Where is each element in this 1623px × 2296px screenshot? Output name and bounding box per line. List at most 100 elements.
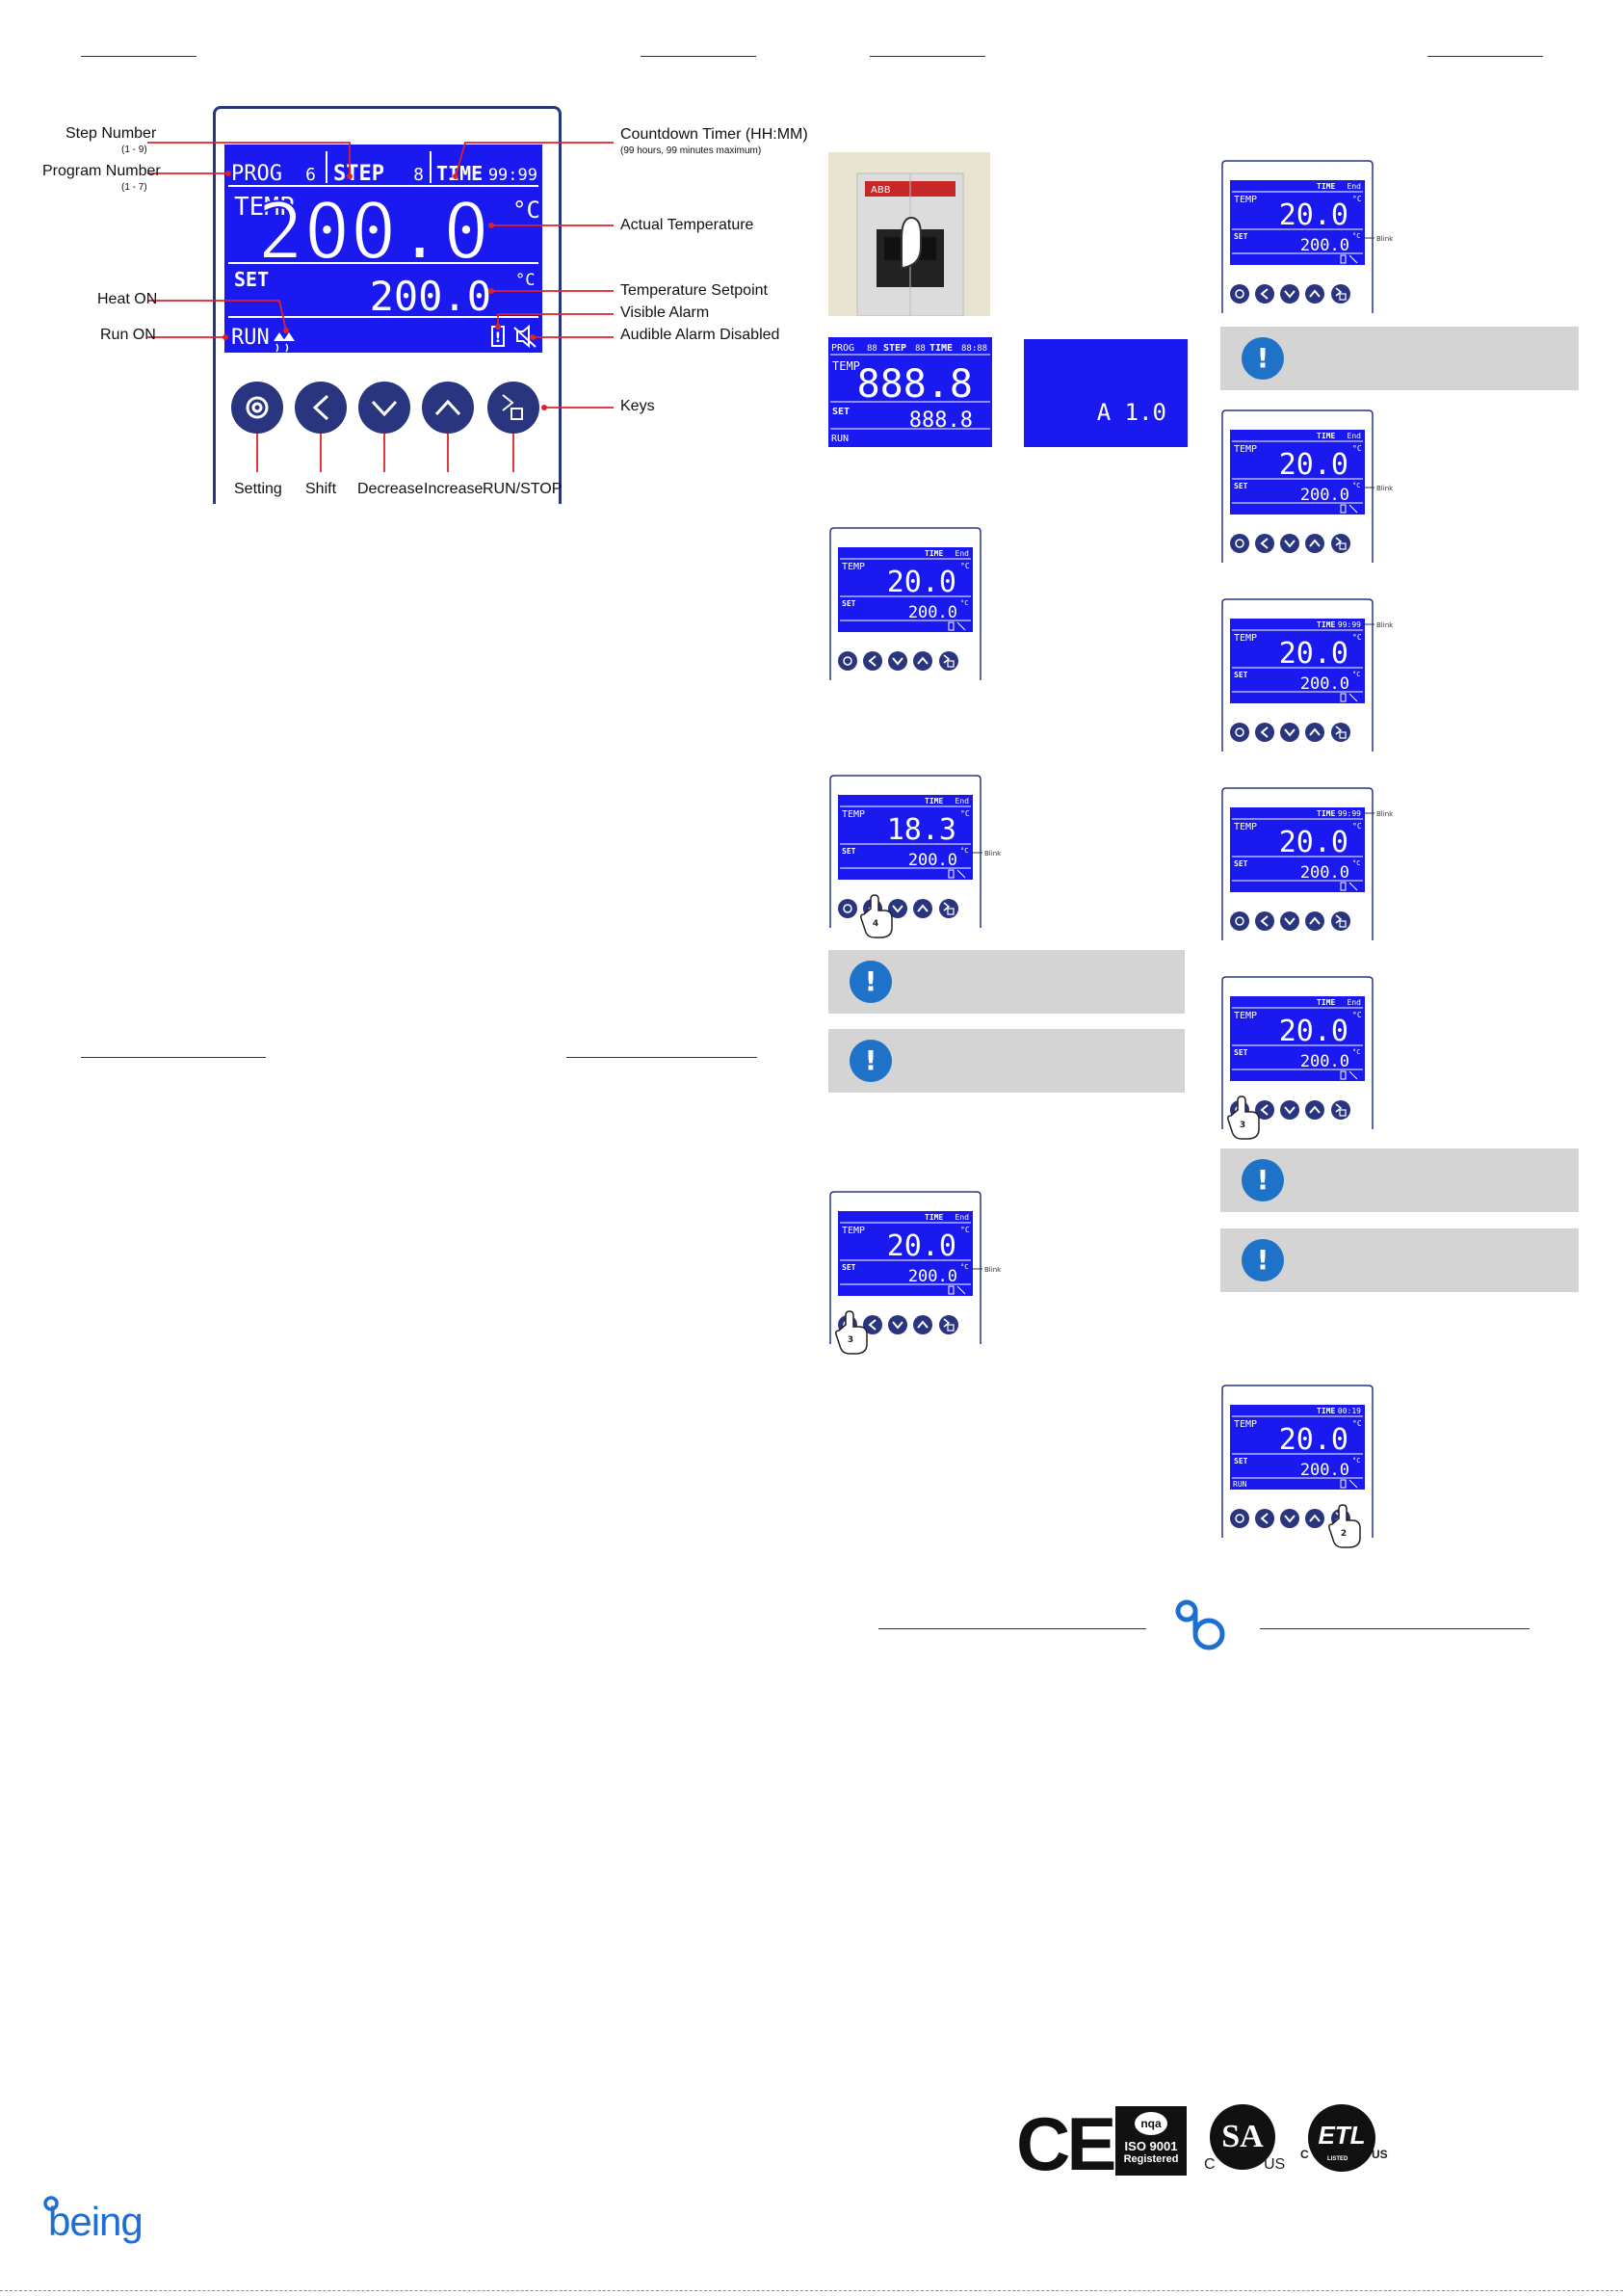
- mini-temp-value: 20.0: [1279, 198, 1348, 232]
- mini-temp-label: TEMP: [1234, 1011, 1257, 1021]
- mini-key: [1255, 534, 1274, 553]
- csa-us: US: [1264, 2156, 1286, 2173]
- mini-set-label: SET: [842, 847, 856, 856]
- mini-unit: °C: [1352, 1011, 1362, 1019]
- info-icon: !: [850, 961, 892, 1003]
- mini-key: [1230, 1509, 1249, 1528]
- mini-key: [1280, 1509, 1299, 1528]
- blink-note: Blink: [1376, 621, 1394, 629]
- mini-unit: °C: [1352, 859, 1360, 867]
- gear-icon: [1235, 727, 1244, 737]
- run-stop-icon: [1335, 726, 1343, 735]
- mini-unit: °C: [1352, 671, 1360, 678]
- mini-key: [1255, 284, 1274, 303]
- blink-note: Blink: [984, 850, 1002, 858]
- footer-rule: [878, 1628, 1146, 1629]
- chevron-down-icon: [1284, 728, 1296, 737]
- mini-set-label: SET: [1234, 1048, 1248, 1057]
- etl-c: C: [1300, 2148, 1309, 2161]
- mini-key: [1305, 284, 1324, 303]
- chevron-up-icon: [1309, 1105, 1321, 1114]
- svg-text:888.8: 888.8: [909, 409, 973, 433]
- mini-time-value: End: [955, 1213, 970, 1222]
- mini-temp-value: 20.0: [1279, 448, 1348, 482]
- chevron-down-icon: [892, 657, 903, 666]
- mini-time-label: TIME: [1317, 432, 1335, 440]
- mini-temp-value: 20.0: [1279, 637, 1348, 671]
- etl-us: US: [1372, 2148, 1388, 2161]
- mini-set-value: 200.0: [908, 851, 957, 870]
- svg-text:88: 88: [867, 344, 877, 354]
- pressing-hand-icon: [1227, 1095, 1260, 1140]
- step-number-range: (1 - 9): [121, 145, 147, 155]
- mini-temp-value: 18.3: [887, 813, 956, 847]
- mini-lcd: [1230, 619, 1365, 703]
- mini-set-label: SET: [1234, 1457, 1248, 1465]
- audible-alarm-disabled-label: Audible Alarm Disabled: [620, 327, 780, 343]
- footer-rule: [1260, 1628, 1530, 1629]
- mini-key: [1230, 911, 1249, 931]
- svg-text:RUN: RUN: [831, 434, 849, 444]
- keys-label: Keys: [620, 398, 655, 414]
- temperature-setpoint-label: Temperature Setpoint: [620, 282, 768, 299]
- chevron-up-icon: [917, 656, 929, 665]
- mini-key: [1280, 284, 1299, 303]
- mini-key: [1230, 534, 1249, 553]
- mini-set-value: 200.0: [1300, 674, 1349, 694]
- chevron-down-icon: [892, 1321, 903, 1330]
- mini-temp-value: 20.0: [1279, 826, 1348, 859]
- mini-temp-value: 20.0: [887, 1229, 956, 1263]
- notice-box: !: [828, 1029, 1185, 1093]
- press-count: 3: [1240, 1121, 1245, 1130]
- mini-set-label: SET: [1234, 232, 1248, 241]
- mini-key: [838, 899, 857, 918]
- chevron-up-icon: [1309, 727, 1321, 736]
- mini-key: [1255, 911, 1274, 931]
- mini-set-value: 200.0: [908, 1267, 957, 1286]
- mini-set-label: SET: [842, 599, 856, 608]
- notice-box: !: [1220, 1148, 1579, 1212]
- pressing-hand-icon: [1328, 1504, 1361, 1548]
- lcd-segment-test-display: PROG 88 STEP 88 TIME 88:88 TEMP 888.8 SE…: [828, 337, 992, 447]
- notice-box: !: [1220, 1228, 1579, 1292]
- mini-time-value: End: [1348, 432, 1362, 440]
- heat-on-label: Heat ON: [97, 291, 158, 307]
- notice-box: !: [1220, 327, 1579, 390]
- mini-temp-label: TEMP: [1234, 633, 1257, 644]
- press-count: 2: [1341, 1529, 1347, 1539]
- mini-set-label: SET: [1234, 859, 1248, 868]
- blink-note: Blink: [1376, 485, 1394, 492]
- mini-set-label: SET: [1234, 482, 1248, 490]
- mini-temp-label: TEMP: [1234, 444, 1257, 455]
- mini-set-value: 200.0: [1300, 863, 1349, 883]
- mini-time-label: TIME: [1317, 182, 1335, 191]
- csa-c: C: [1204, 2156, 1216, 2173]
- visible-alarm-label: Visible Alarm: [620, 304, 710, 321]
- mini-unit: °C: [960, 599, 968, 607]
- chevron-up-icon: [1309, 1514, 1321, 1522]
- mini-key: [1280, 1100, 1299, 1120]
- iso-9001-badge: nqa ISO 9001 Registered: [1115, 2106, 1187, 2176]
- mini-unit: °C: [960, 1226, 970, 1234]
- program-number-range: (1 - 7): [121, 182, 147, 193]
- info-icon: !: [1242, 1239, 1284, 1281]
- gear-icon: [1235, 539, 1244, 548]
- mini-unit: °C: [960, 847, 968, 855]
- mini-time-value: End: [1348, 998, 1362, 1007]
- mini-key: [1255, 1100, 1274, 1120]
- mini-key: [1305, 1100, 1324, 1120]
- run-stop-icon: [1335, 914, 1343, 924]
- chevron-left-icon: [868, 655, 877, 667]
- run-stop-icon: [1335, 537, 1343, 546]
- mini-key: [1305, 911, 1324, 931]
- mini-key: [863, 651, 882, 671]
- mini-time-label: TIME: [925, 549, 943, 558]
- svg-text:888.8: 888.8: [857, 362, 973, 407]
- mini-key: [1280, 534, 1299, 553]
- chevron-up-icon: [917, 1320, 929, 1329]
- mini-key: [1230, 284, 1249, 303]
- section-rule: [566, 1057, 757, 1058]
- mini-key: [1230, 723, 1249, 742]
- mini-key: [913, 1315, 932, 1334]
